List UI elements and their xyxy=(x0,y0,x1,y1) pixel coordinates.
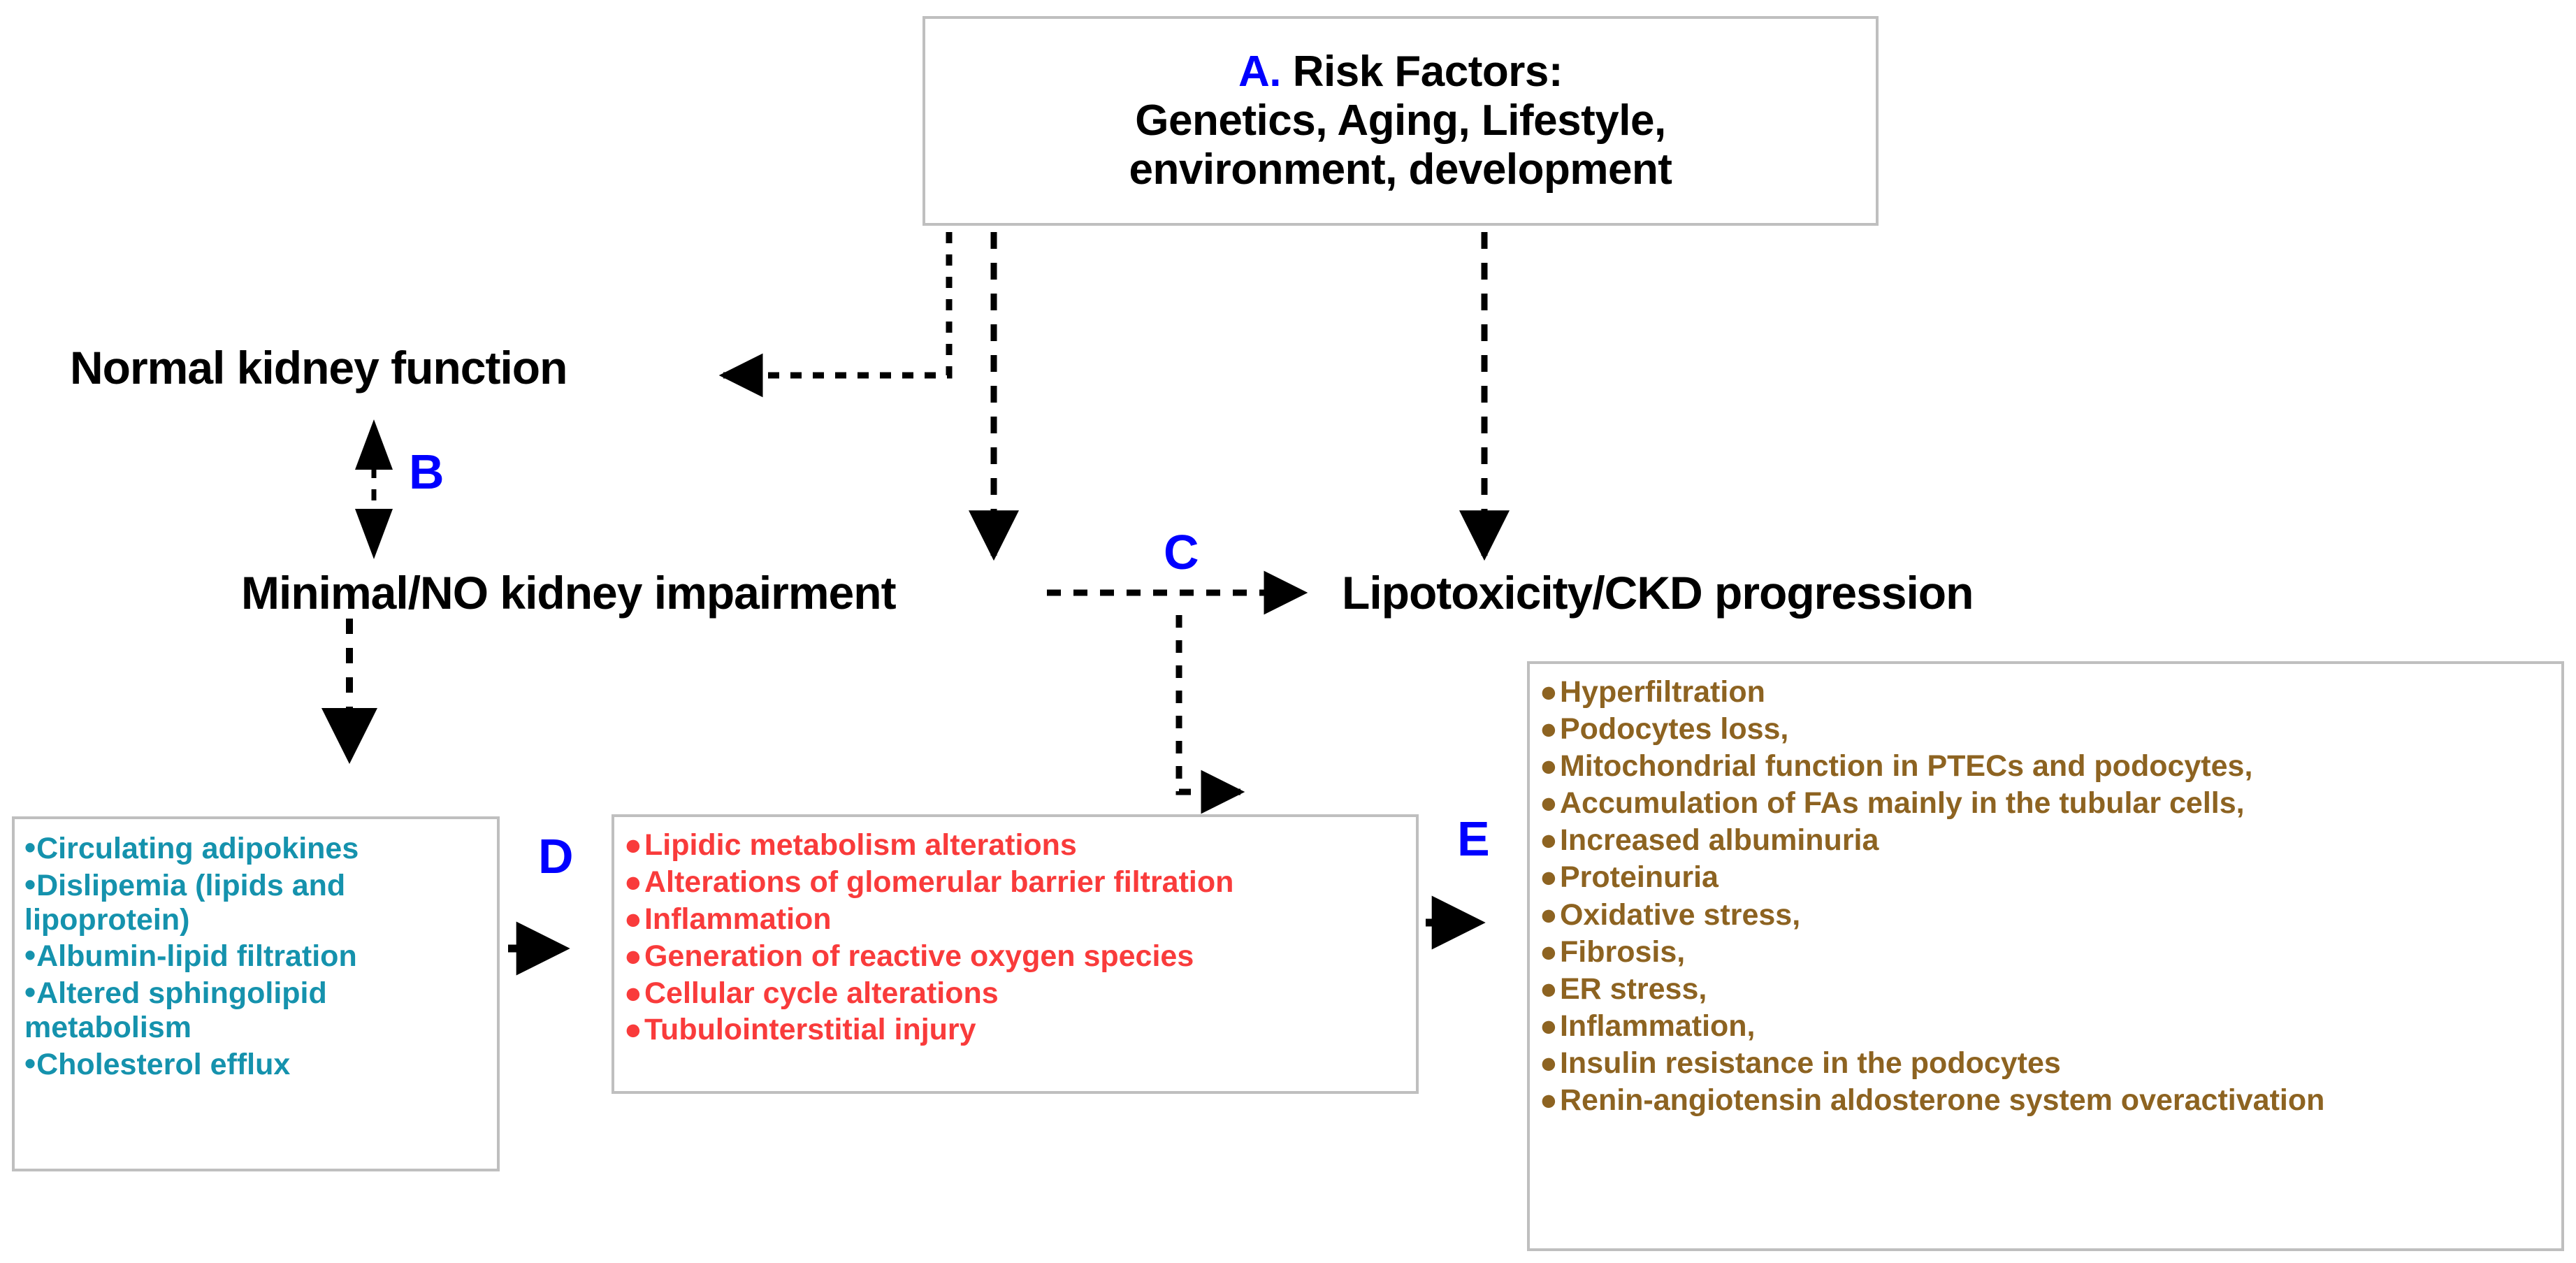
list-item: Insulin resistance in the podocytes xyxy=(1540,1045,2549,1082)
list-item: Fibrosis, xyxy=(1540,934,2549,971)
step-letter-c: C xyxy=(1164,525,1199,579)
risk-factors-title: Risk Factors: xyxy=(1280,47,1563,96)
red-mechanisms-box: Lipidic metabolism alterations Alteratio… xyxy=(612,814,1419,1094)
step-letter-e: E xyxy=(1457,811,1490,866)
list-item: Tubulointerstitial injury xyxy=(624,1011,1403,1048)
red-bullet-list: Lipidic metabolism alterations Alteratio… xyxy=(624,827,1403,1048)
node-minimal-kidney-impairment: Minimal/NO kidney impairment xyxy=(241,567,897,619)
list-item: Inflammation xyxy=(624,901,1403,938)
list-item: metabolism xyxy=(24,1010,191,1044)
risk-factors-line3: environment, development xyxy=(1129,145,1672,194)
list-item: Alterations of glomerular barrier filtra… xyxy=(624,864,1403,901)
list-item: Proteinuria xyxy=(1540,859,2549,896)
list-item: lipoprotein) xyxy=(24,902,190,937)
connector-c-branch-to-red-box xyxy=(1175,615,1245,814)
list-item: Renin-angiotensin aldosterone system ove… xyxy=(1540,1082,2549,1119)
list-item: Hyperfiltration xyxy=(1540,674,2549,711)
list-item: Dislipemia (lipids and xyxy=(24,866,484,903)
list-item: Accumulation of FAs mainly in the tubula… xyxy=(1540,785,2549,822)
step-letter-b: B xyxy=(409,445,444,499)
node-lipotoxicity-ckd-progression: Lipotoxicity/CKD progression xyxy=(1342,567,1974,619)
risk-factors-line1: A. Risk Factors: xyxy=(1129,48,1672,96)
list-item: Circulating adipokines xyxy=(24,829,484,866)
teal-findings-box: Circulating adipokines Dislipemia (lipid… xyxy=(12,816,500,1171)
list-item: Lipidic metabolism alterations xyxy=(624,827,1403,864)
risk-factors-line2: Genetics, Aging, Lifestyle, xyxy=(1135,96,1666,145)
brown-outcomes-box: Hyperfiltration Podocytes loss, Mitochon… xyxy=(1527,661,2564,1251)
list-item: ER stress, xyxy=(1540,971,2549,1008)
list-item: Altered sphingolipid xyxy=(24,974,484,1011)
list-item: Cholesterol efflux xyxy=(24,1045,484,1082)
brown-bullet-list: Hyperfiltration Podocytes loss, Mitochon… xyxy=(1540,674,2549,1119)
list-item: Podocytes loss, xyxy=(1540,711,2549,748)
connector-normal-minimal-bidirectional xyxy=(355,419,393,559)
risk-factors-text: A. Risk Factors: Genetics, Aging, Lifest… xyxy=(1129,48,1672,194)
step-letter-d: D xyxy=(538,829,574,883)
list-item: Albumin-lipid filtration xyxy=(24,937,484,974)
connector-risk-to-normal-kidney xyxy=(718,232,953,398)
list-item: Cellular cycle alterations xyxy=(624,975,1403,1012)
node-normal-kidney-function: Normal kidney function xyxy=(70,342,567,394)
list-item: Generation of reactive oxygen species xyxy=(624,938,1403,975)
list-item: Mitochondrial function in PTECs and podo… xyxy=(1540,748,2549,785)
teal-bullet-list: Circulating adipokines Dislipemia (lipid… xyxy=(24,829,484,1082)
risk-factors-box: A. Risk Factors: Genetics, Aging, Lifest… xyxy=(922,16,1879,226)
panel-letter-a: A. xyxy=(1238,47,1282,96)
list-item: Oxidative stress, xyxy=(1540,897,2549,934)
list-item: Increased albuminuria xyxy=(1540,822,2549,859)
list-item: Inflammation, xyxy=(1540,1008,2549,1045)
